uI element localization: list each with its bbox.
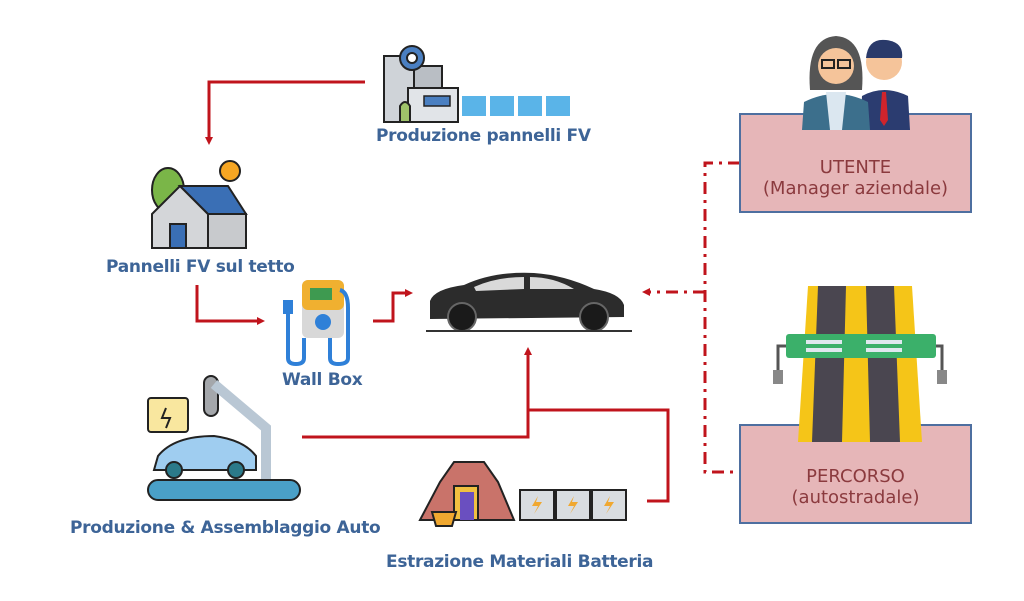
battery-mining-label: Estrazione Materiali Batteria: [386, 552, 654, 572]
factory-solar-panel-icon: [378, 38, 588, 124]
user-box: UTENTE (Manager aziendale): [739, 113, 972, 213]
electric-car-icon: [424, 265, 634, 335]
highway-icon: [770, 282, 950, 442]
rooftop-pv-label: Pannelli FV sul tetto: [106, 257, 295, 277]
user-title: UTENTE: [819, 157, 892, 178]
panel-production-label: Produzione pannelli FV: [376, 126, 591, 146]
house-solar-icon: [148, 152, 252, 252]
connector-battery-to-car: [528, 408, 670, 503]
mine-battery-icon: [418, 452, 628, 536]
connector-panel-production-to-rooftop: [205, 80, 365, 145]
connector-car-production-to-car: [302, 347, 532, 439]
connector-rooftop-to-wallbox: [195, 285, 265, 325]
ev-charger-icon: [280, 278, 360, 366]
connector-wallbox-to-car: [373, 289, 413, 323]
route-title: PERCORSO: [806, 466, 905, 487]
connector-user-route-bus: [703, 161, 740, 474]
wall-box-label: Wall Box: [282, 370, 363, 390]
route-subtitle: (autostradale): [791, 487, 920, 508]
car-production-label: Produzione & Assemblaggio Auto: [70, 518, 381, 538]
user-subtitle: (Manager aziendale): [762, 178, 949, 199]
car-assembly-robot-icon: [144, 372, 304, 504]
business-people-icon: [796, 30, 930, 130]
